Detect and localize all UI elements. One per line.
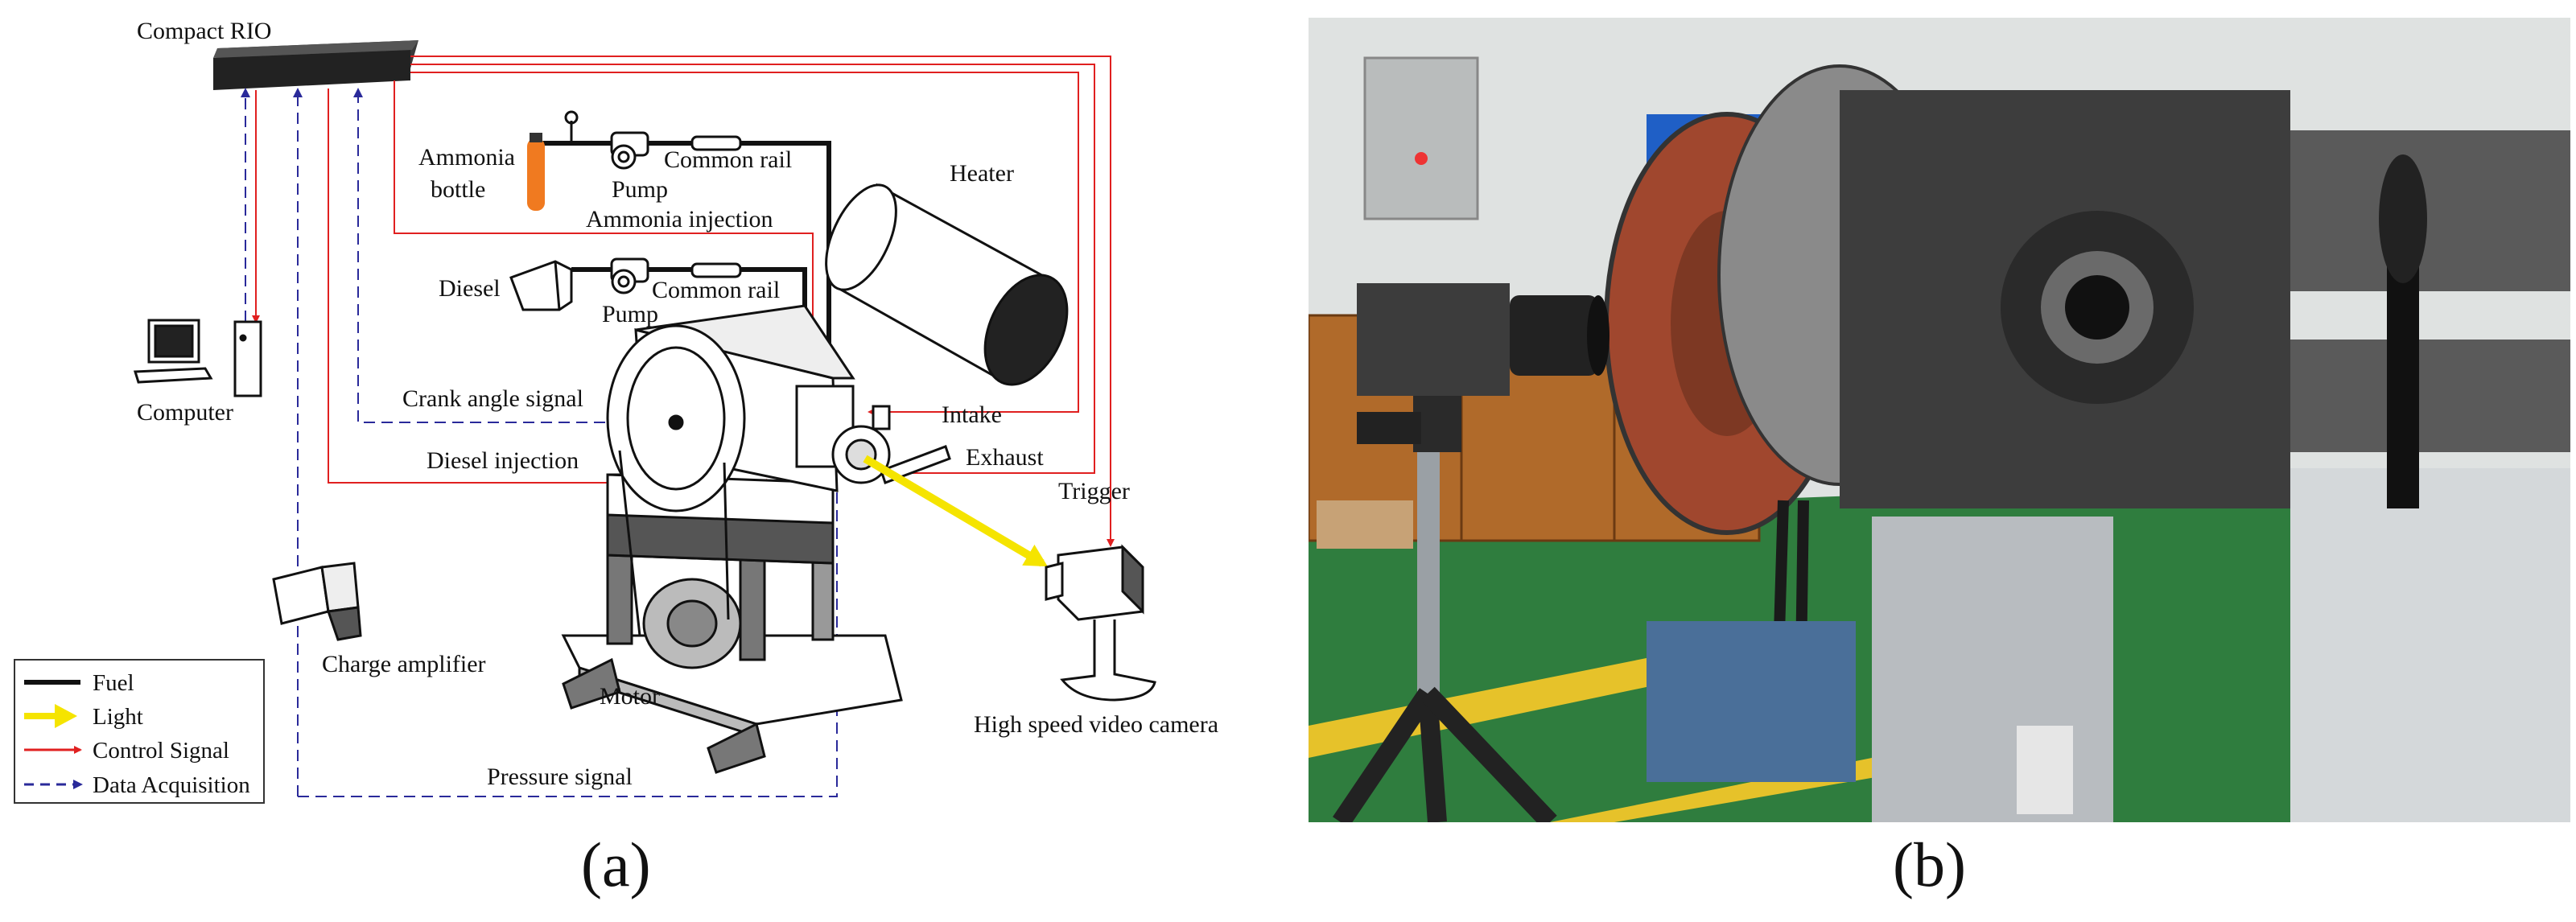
diesel-label: Diesel [439,275,501,302]
ammonia-injection-label: Ammonia injection [586,206,773,233]
diesel-common-rail-label: Common rail [652,277,780,303]
caption-a: (a) [581,829,651,899]
diesel-pump-icon [610,257,649,294]
ammonia-common-rail-icon [690,135,742,151]
engine-stand [1872,517,2113,822]
ammonia-bottle-label-2: bottle [431,176,485,203]
heater-icon [825,183,1069,386]
pressure-signal-label: Pressure signal [487,764,633,790]
electrical-cabinet [1363,56,1479,220]
legend-data-label: Data Acquisition [93,772,250,798]
high-speed-camera-photo [1333,283,1609,822]
legend-light-label: Light [93,704,143,730]
exhaust-label: Exhaust [966,444,1044,471]
high-speed-camera-icon [1045,544,1156,702]
legend-control-label: Control Signal [93,738,229,764]
heater-label: Heater [950,160,1014,187]
data-acquisition-lines [241,88,838,797]
compact-rio-label: Compact RIO [137,18,271,44]
diesel-pump-label: Pump [602,301,658,327]
control-signal-lines [252,56,1115,547]
ammonia-bottle-label-1: Ammonia [418,144,515,171]
electric-motor [1647,621,1856,782]
engine-motor-icon [561,304,951,774]
experimental-setup-schematic: Compact RIO Ammonia bottle Pump Common r… [14,18,1218,804]
ammonia-common-rail-label: Common rail [664,146,792,173]
diesel-injection-label: Diesel injection [427,447,579,474]
diesel-tank-icon [509,260,573,311]
compact-rio-box [213,40,418,90]
trigger-label: Trigger [1058,478,1130,504]
motor-label: Motor [600,683,660,710]
legend: Fuel Light Control Signal Data Acquisiti… [14,659,265,804]
light-beam [863,455,1048,567]
caption-b: (b) [1893,829,1966,899]
high-speed-camera-label: High speed video camera [974,711,1218,738]
crank-angle-signal-label: Crank angle signal [402,385,583,412]
computer-label: Computer [137,399,233,426]
charge-amplifier-label: Charge amplifier [322,651,486,677]
ammonia-bottle-icon [527,110,579,211]
intake-label: Intake [942,401,1002,428]
legend-fuel-label: Fuel [93,670,134,696]
ammonia-pump-icon [610,131,649,170]
ammonia-pump-label: Pump [612,176,668,203]
computer-icon [133,319,262,397]
test-bench-photo [1309,18,2570,822]
diesel-common-rail-icon [690,262,742,278]
optical-bench [2290,468,2570,822]
charge-amplifier-icon [272,562,362,641]
